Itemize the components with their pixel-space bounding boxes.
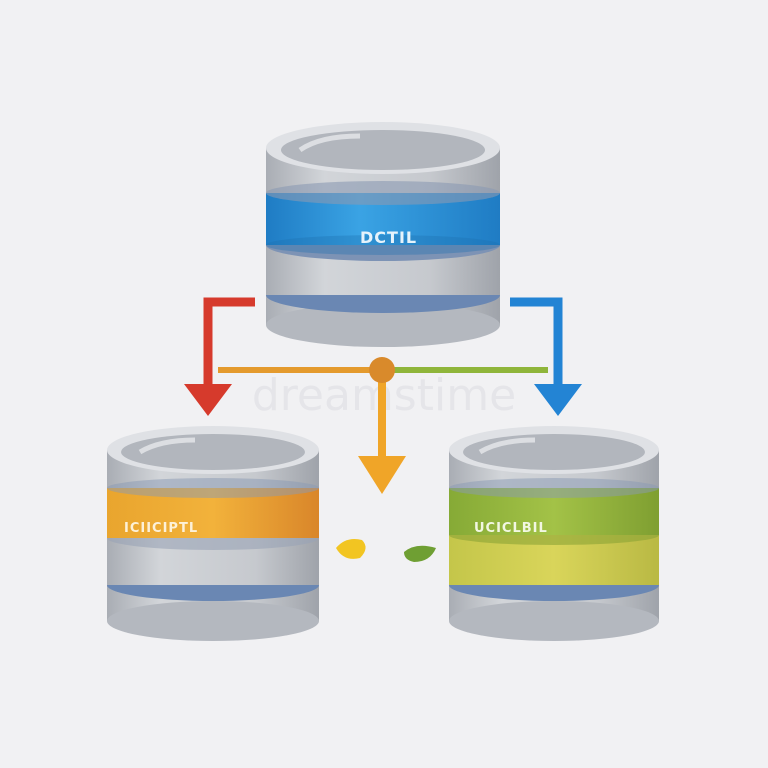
red-connector-line	[203, 297, 255, 388]
blue-connector-line	[510, 297, 563, 388]
database-top: DCTIL	[266, 122, 500, 347]
database-left: ICIICIPTL	[107, 426, 319, 641]
connector-lines	[184, 297, 582, 494]
yellow-blob	[336, 539, 366, 559]
green-blob	[404, 545, 436, 562]
hub-node	[369, 357, 395, 383]
database-right: UCICLBIL	[449, 426, 659, 641]
orange-arrow-head	[358, 456, 406, 494]
red-arrow-head	[184, 384, 232, 416]
right-database-label: UCICLBIL	[474, 521, 548, 536]
left-database-label: ICIICIPTL	[124, 521, 198, 536]
top-database-label: DCTIL	[360, 228, 417, 247]
blue-arrow-head	[534, 384, 582, 416]
